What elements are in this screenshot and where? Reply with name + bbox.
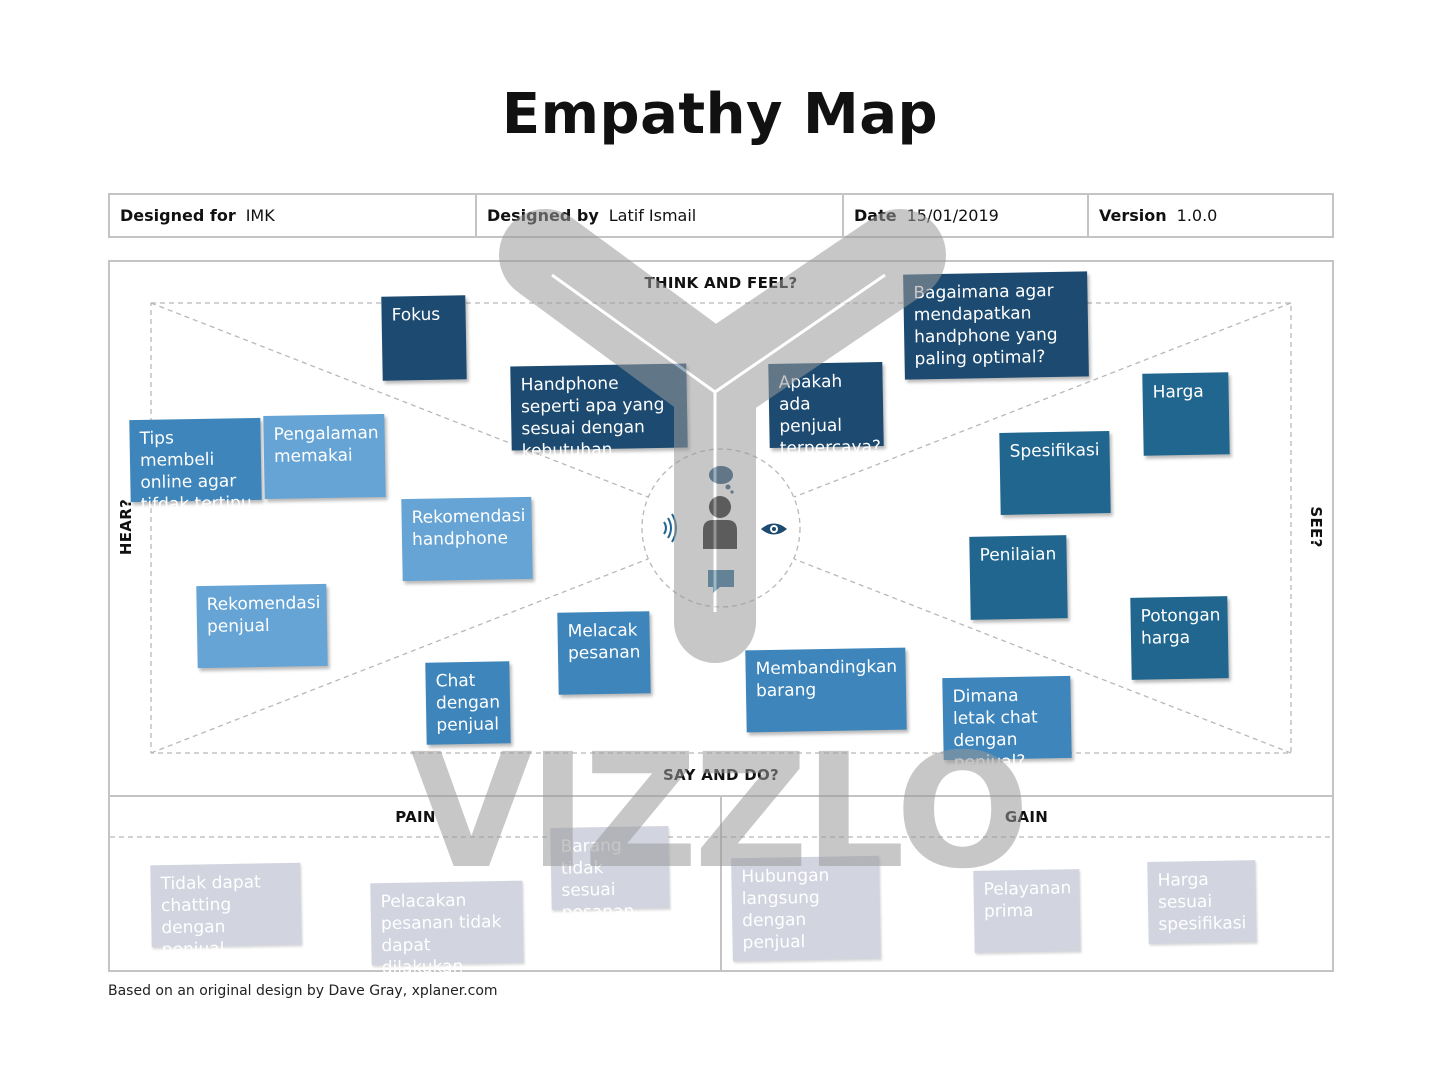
designed-for-label: Designed for	[120, 206, 236, 225]
version-cell[interactable]: Version 1.0.0	[1089, 195, 1332, 236]
say-do-label: SAY AND DO?	[662, 766, 780, 784]
thought-bubble-icon	[709, 466, 734, 494]
date-label: Date	[854, 206, 897, 225]
designed-for-cell[interactable]: Designed for IMK	[110, 195, 477, 236]
diagonal-top-right	[793, 302, 1292, 498]
info-bar: Designed for IMK Designed by Latif Ismai…	[108, 193, 1334, 238]
think-feel-label: THINK AND FEEL?	[644, 274, 798, 292]
eye-icon	[761, 523, 787, 535]
note-pain-2[interactable]: Pelacakan pesanan tidak dapat dilakukan	[370, 880, 524, 978]
date-cell[interactable]: Date 15/01/2019	[844, 195, 1089, 236]
note-hear-1[interactable]: Tips membeli online agar tifdak tertipu	[129, 417, 262, 515]
designed-by-cell[interactable]: Designed by Latif Ismail	[477, 195, 844, 236]
note-think-3[interactable]: Apakah ada penjual terpercaya?	[768, 362, 884, 459]
note-hear-2[interactable]: Pengalaman memakai	[263, 413, 386, 500]
note-say-4[interactable]: Dimana letak chat dengan penjual?	[942, 675, 1072, 773]
note-pain-1[interactable]: Tidak dapat chatting dengan penjual	[150, 862, 302, 960]
version-label: Version	[1099, 206, 1167, 225]
note-think-1[interactable]: Fokus	[381, 295, 467, 381]
note-see-3[interactable]: Penilaian	[969, 535, 1068, 620]
page-title: Empathy Map	[501, 82, 939, 147]
note-hear-3[interactable]: Rekomendasi handphone	[401, 496, 533, 582]
empathy-map-board: THINK AND FEEL? HEAR? SEE? SAY AND DO? P…	[108, 260, 1334, 978]
note-see-1[interactable]: Harga	[1142, 372, 1230, 456]
sound-waves-icon	[663, 513, 677, 543]
note-gain-3[interactable]: Harga sesuai spesifikasi	[1147, 860, 1257, 944]
note-pain-3[interactable]: Barang tidak sesuai pesanan	[550, 825, 670, 923]
date-value: 15/01/2019	[906, 206, 999, 225]
footer-credit: Based on an original design by Dave Gray…	[108, 983, 498, 999]
note-gain-2[interactable]: Pelayanan prima	[973, 869, 1081, 953]
note-see-2[interactable]: Spesifikasi	[999, 431, 1111, 515]
pain-label: PAIN	[395, 808, 436, 826]
diagonal-bottom-left	[150, 558, 649, 754]
note-gain-1[interactable]: Hubungan langsung dengan penjual	[731, 855, 881, 962]
designed-by-label: Designed by	[487, 206, 599, 225]
note-say-1[interactable]: Melacak pesanan	[557, 611, 651, 695]
hear-label: HEAR?	[117, 498, 135, 556]
see-label: SEE?	[1307, 506, 1325, 548]
person-icon	[703, 496, 737, 549]
note-say-3[interactable]: Membandingkan barang	[745, 647, 907, 733]
diagonal-top-left	[150, 302, 649, 498]
designed-for-value: IMK	[245, 206, 275, 225]
note-say-2[interactable]: Chat dengan penjual	[425, 661, 511, 745]
note-see-4[interactable]: Potongan harga	[1130, 596, 1229, 680]
note-think-2[interactable]: Handphone seperti apa yang sesuai dengan…	[510, 363, 688, 461]
note-hear-4[interactable]: Rekomendasi penjual	[196, 583, 328, 669]
speech-bubble-icon	[708, 570, 734, 593]
designed-by-value: Latif Ismail	[608, 206, 697, 225]
gain-label: GAIN	[1004, 808, 1049, 826]
note-think-4[interactable]: Bagaimana agar mendapatkan handphone yan…	[903, 271, 1089, 380]
diagonal-bottom-right	[793, 558, 1292, 754]
version-value: 1.0.0	[1176, 206, 1218, 225]
